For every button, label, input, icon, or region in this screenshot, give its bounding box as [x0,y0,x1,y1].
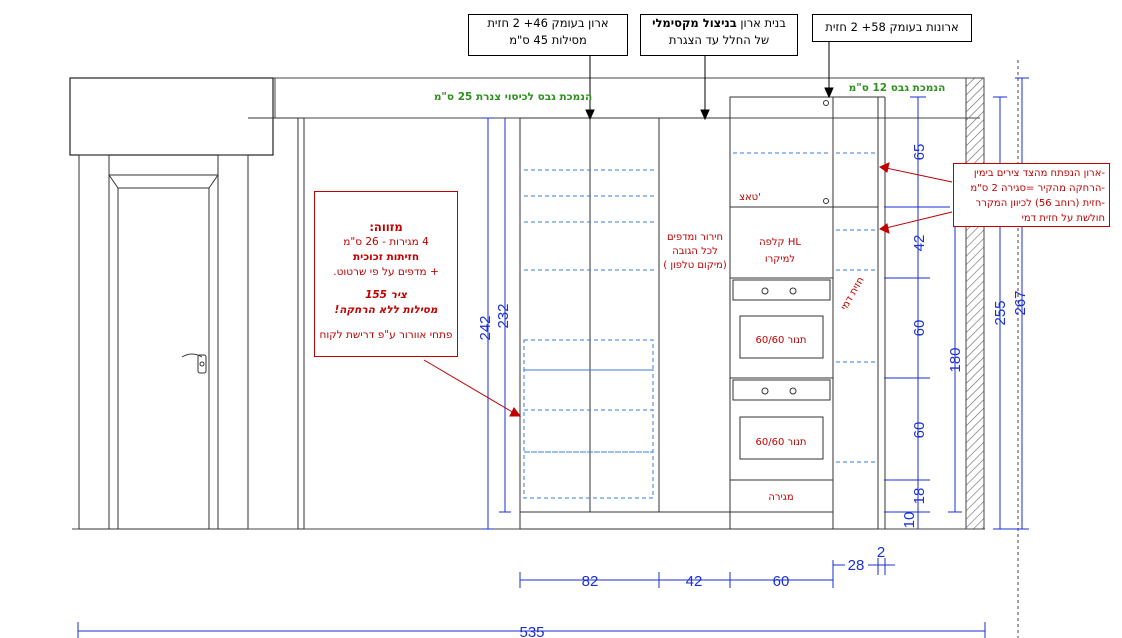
pantry-cabinet [519,117,731,530]
dim-535: 535 [519,624,544,638]
horizontal-dims [77,558,986,638]
callout-left-line2: מסילות 45 ס"מ [509,33,587,47]
dim-60-lower: 60 [911,422,928,439]
annotation-arrows [423,162,953,417]
callout-center-line1: בנית ארון בניצול מקסימלי [641,15,797,32]
right-tall-cabinet [832,96,886,530]
dim-42: 42 [911,235,928,252]
pantry-note: מזווה: 4 מגירות - 26 ס"מ חזיתות זכוכית +… [314,191,458,357]
drawer-label: מגירה [768,492,793,503]
dim-180: 180 [947,347,964,372]
callout-center-prefix: בנית ארון [736,16,786,30]
pantry-note-line2: חזיתות זכוכית [352,251,420,263]
left-soffit [69,77,274,156]
callout-center-line2: של החלל עד הצגרת [668,33,770,47]
dim-18: 18 [911,488,928,505]
pantry-note-line1: 4 מגירות - 26 ס"מ [343,236,429,248]
callout-center-bold: בניצול מקסימלי [652,16,737,30]
gypsum-right-label: הנמכת גבס 12 ס"מ [849,82,946,94]
pantry-note-title: מזווה: [369,220,403,234]
vertical-dims-right [884,77,1029,530]
wall-hatch [965,77,985,530]
dim-65: 65 [911,144,928,161]
tzach-label: טאצ' [739,192,761,203]
dim-60-width: 60 [773,573,790,590]
door-handle-icon [181,353,207,374]
callout-right: ארונות בעומק 58+ 2 חזית [812,14,972,42]
dim-267: 267 [1012,290,1029,315]
gypsum-left-label: הנמכת גבס לכיסוי צנרת 25 ס"מ [434,91,592,103]
right-note: -ארון הנפתח מהצד צירים בימין -הרחקה מהקי… [953,163,1110,227]
appliance-column [729,96,834,530]
dim-82: 82 [582,573,599,590]
right-note-line3: -חזית (רוחב 56) לכיוון המקרר [975,198,1105,209]
pantry-note-line3: + מדפים על פי שרטוט. [333,266,439,278]
callout-right-line1: ארונות בעומק 58+ 2 חזית [825,20,959,34]
right-note-line1: -ארון הנפתח מהצד צירים בימין [973,168,1105,179]
pantry-note-line4: ציר 155 [365,289,407,301]
pantry-shelves [523,169,655,499]
dim-2: 2 [877,544,885,561]
vertical-dims-pantry [482,117,511,530]
callout-arrows [585,40,834,121]
pantry-note-line6: פתחי אוורור ע"פ דרישת לקוח [319,329,453,341]
right-note-line2: -הרחקה מהקיר =סגירה 2 ס"מ [970,183,1105,194]
dim-255: 255 [992,300,1009,325]
dim-232: 232 [495,303,512,328]
divider-label-2: לכל הגובה [672,246,718,257]
divider-label-3: ( מיקום טלפון) [663,260,727,271]
divider-label-1: חירור ומדפים [667,232,723,243]
appliance-shelves [733,152,876,463]
oven-bottom-label: תנור 60/60 [756,437,807,448]
hl-label-2: למיקרו [765,254,795,265]
callout-center: בנית ארון בניצול מקסימלי של החלל עד הצגר… [640,14,798,56]
pantry-note-line5: מסילות ללא הרחקה! [334,304,438,316]
dim-242: 242 [477,315,494,340]
dim-10: 10 [901,512,918,529]
right-note-line4: חולשת על חזית דמי [1021,213,1105,224]
oven-top-label: תנור 60/60 [756,335,807,346]
dim-28: 28 [848,557,865,574]
dim-60-upper: 60 [911,320,928,337]
callout-left-line1: ארון בעומק 46+ 2 חזית [487,16,609,30]
dummy-front-label: חזית דמי [839,275,867,312]
hl-label-1: קלפה HL [759,237,801,248]
dim-42-width: 42 [686,573,703,590]
callout-left: ארון בעומק 46+ 2 חזית מסילות 45 ס"מ [468,14,628,56]
door [78,117,305,530]
